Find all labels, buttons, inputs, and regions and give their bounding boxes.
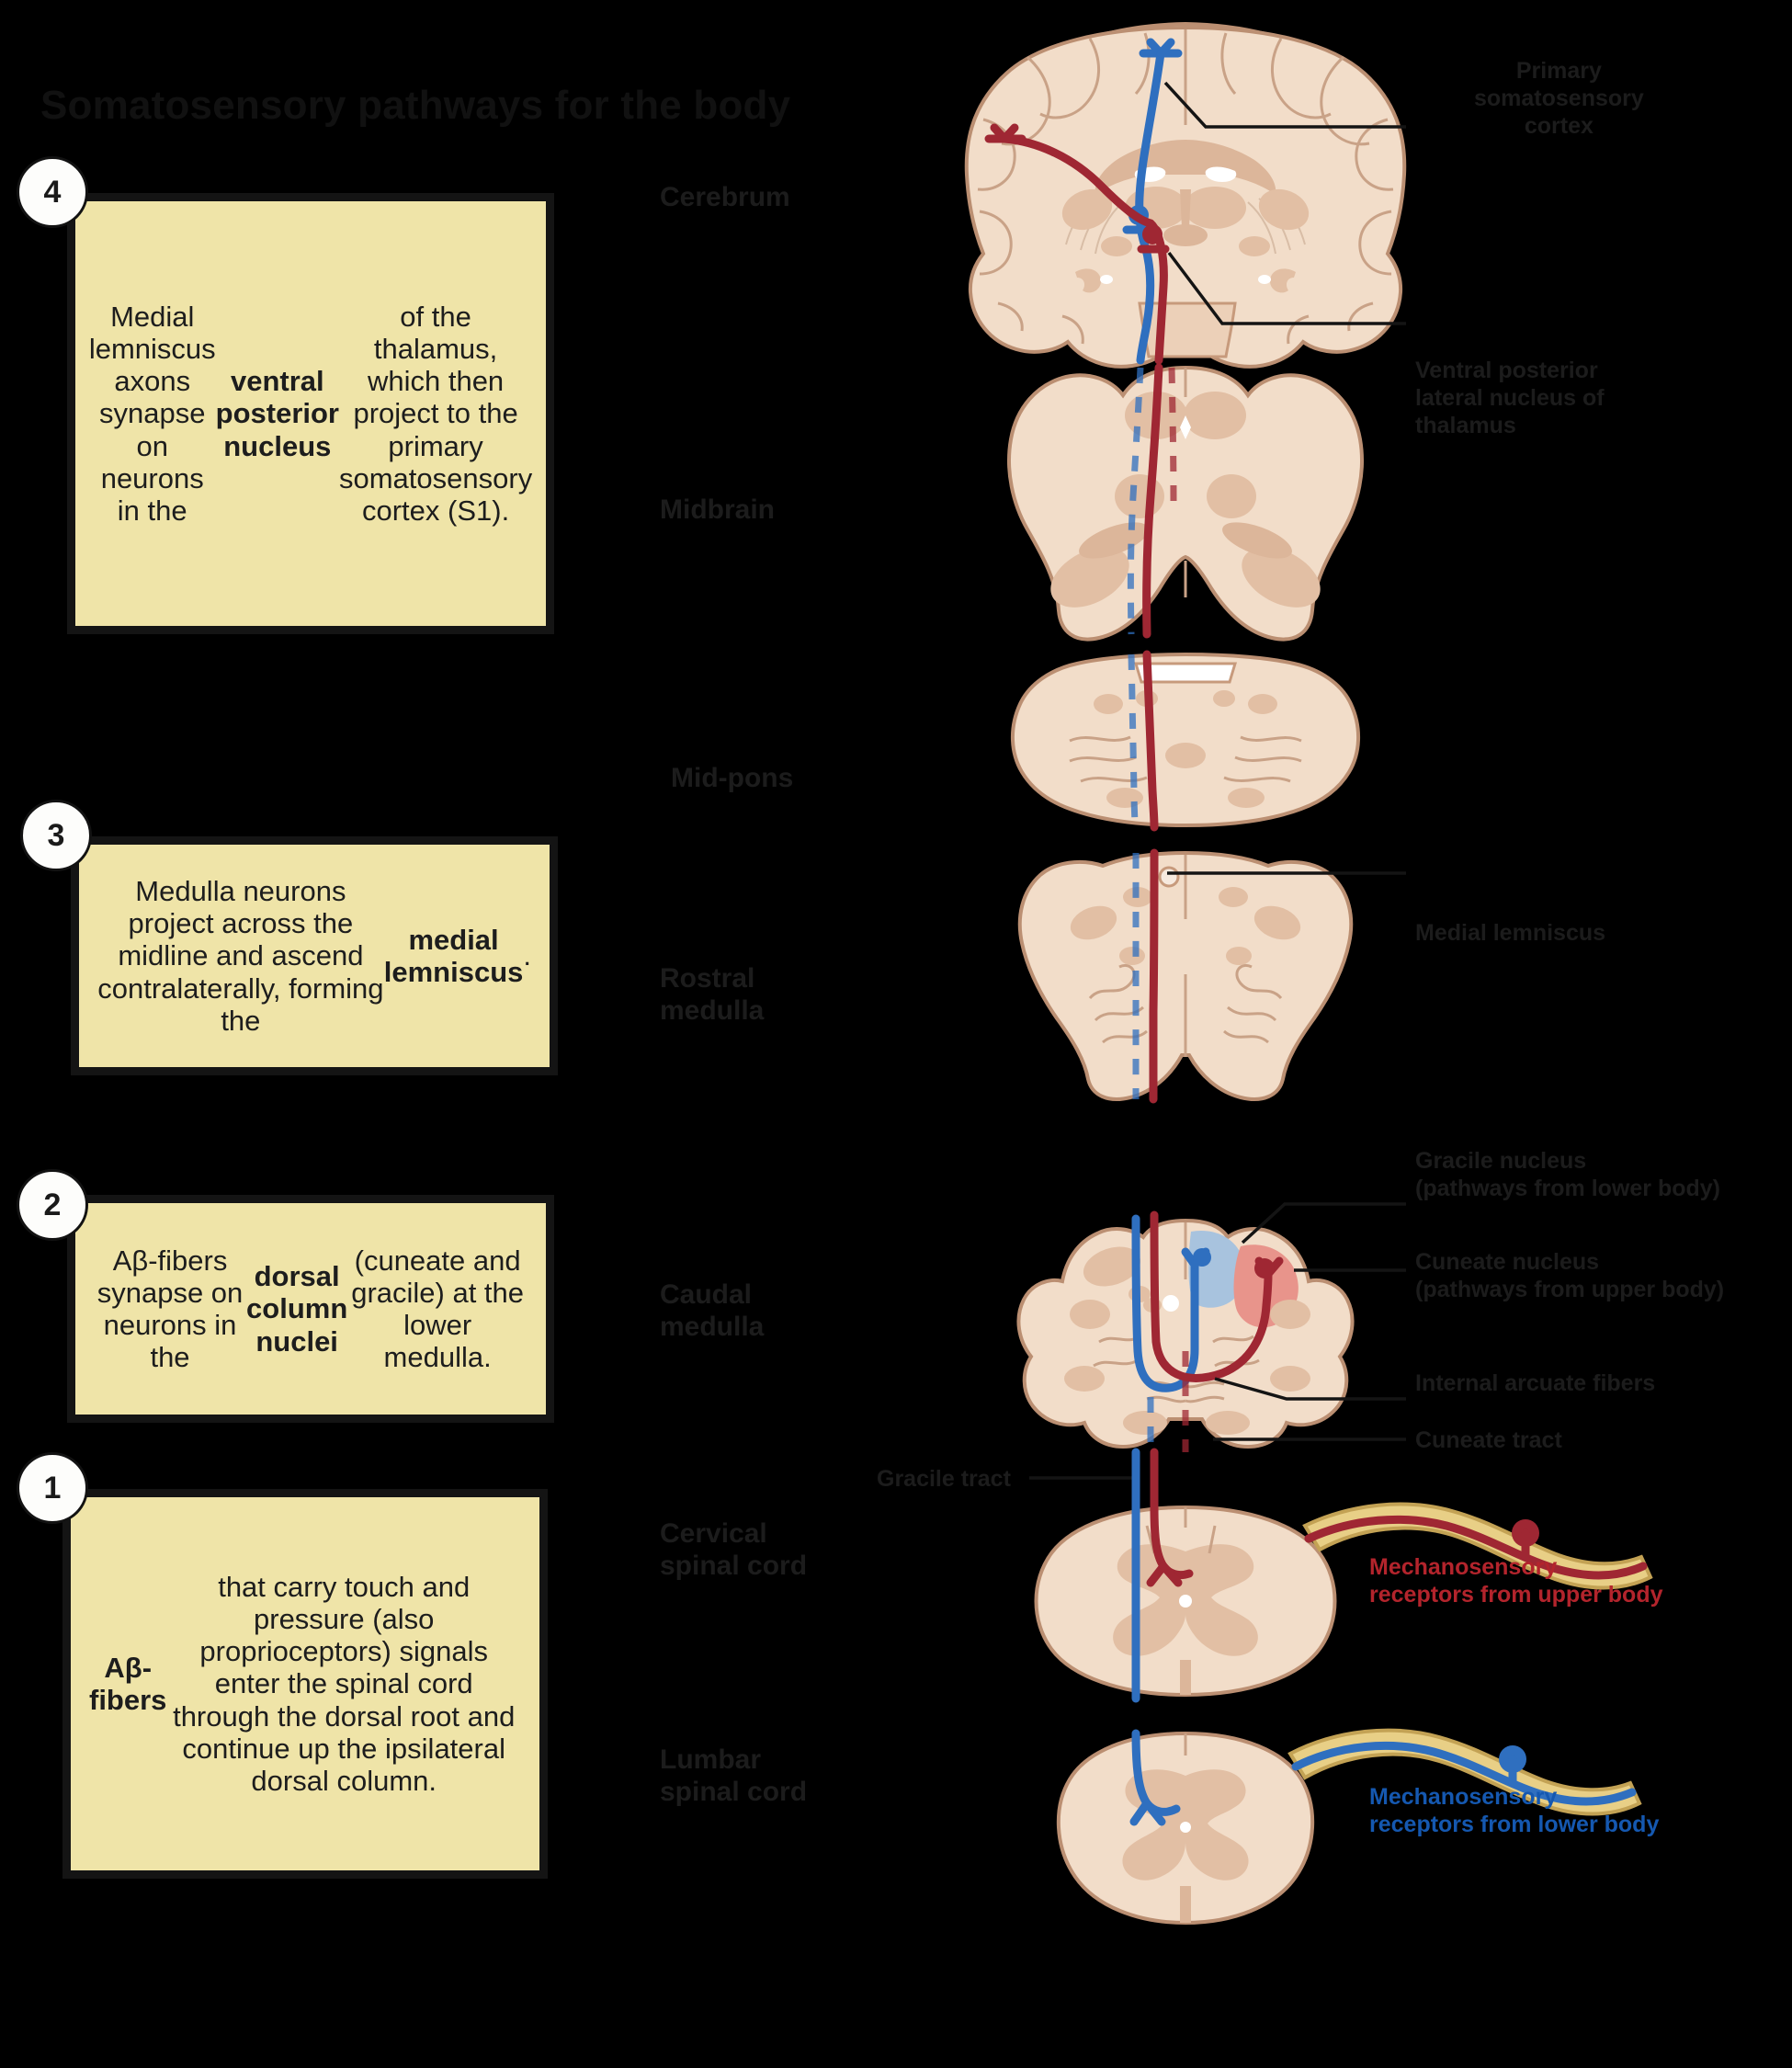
step-text-4: Medial lemniscus axons synapse on neuron… [67,193,554,634]
step-number-4: 4 [17,156,88,228]
cerebrum-detail [964,25,1407,369]
region-label-midbrain: Midbrain [660,494,775,525]
region-label-caudal-medulla: Caudal medulla [660,1279,765,1342]
label-mechanosensory-lower-body: Mechanosensory receptors from lower body [1369,1784,1660,1837]
label-ventral-posterior-lateral-nucleus: Ventral posterior lateral nucleus of tha… [1415,358,1605,438]
step-number-2: 2 [17,1169,88,1241]
midbrain-section [1007,363,1364,642]
lumbar-cord-section [1056,1729,1315,1926]
step-text-1: Aβ-fibers that carry touch and pressure … [62,1489,548,1879]
gracile-nucleus-shape [1188,1230,1245,1308]
step-text-3: Medulla neurons project across the midli… [71,836,558,1075]
step-number-1: 1 [17,1452,88,1524]
region-label-mid-pons: Mid-pons [671,763,794,793]
region-label-lumbar-cord: Lumbar spinal cord [660,1744,808,1807]
step-text-2: Aβ-fibers synapse on neurons in the dors… [67,1195,554,1423]
label-internal-arcuate-fibers: Internal arcuate fibers [1415,1370,1656,1396]
label-medial-lemniscus: Medial lemniscus [1415,920,1606,946]
step-number-3: 3 [20,800,92,871]
cervical-cord-section [1034,1503,1337,1703]
rostral-medulla-section [1017,848,1354,1104]
label-cuneate-nucleus: Cuneate nucleus (pathways from upper bod… [1415,1249,1725,1302]
region-label-cervical-cord: Cervical spinal cord [660,1518,808,1581]
label-gracile-tract: Gracile tract [877,1466,1011,1492]
label-primary-somatosensory-cortex: Primary somatosensory cortex [1474,58,1644,139]
cerebrum-section [974,21,1397,357]
label-cuneate-tract: Cuneate tract [1415,1427,1562,1453]
region-label-cerebrum: Cerebrum [660,182,790,212]
caudal-medulla-section [1016,1210,1355,1452]
label-mechanosensory-upper-body: Mechanosensory receptors from upper body [1369,1554,1663,1608]
page-title: Somatosensory pathways for the body [40,83,791,128]
label-gracile-nucleus: Gracile nucleus (pathways from lower bod… [1415,1148,1720,1201]
cuneate-nucleus-shape [1233,1244,1299,1328]
pons-section [1010,650,1361,832]
region-label-rostral-medulla: Rostral medulla [660,963,765,1026]
